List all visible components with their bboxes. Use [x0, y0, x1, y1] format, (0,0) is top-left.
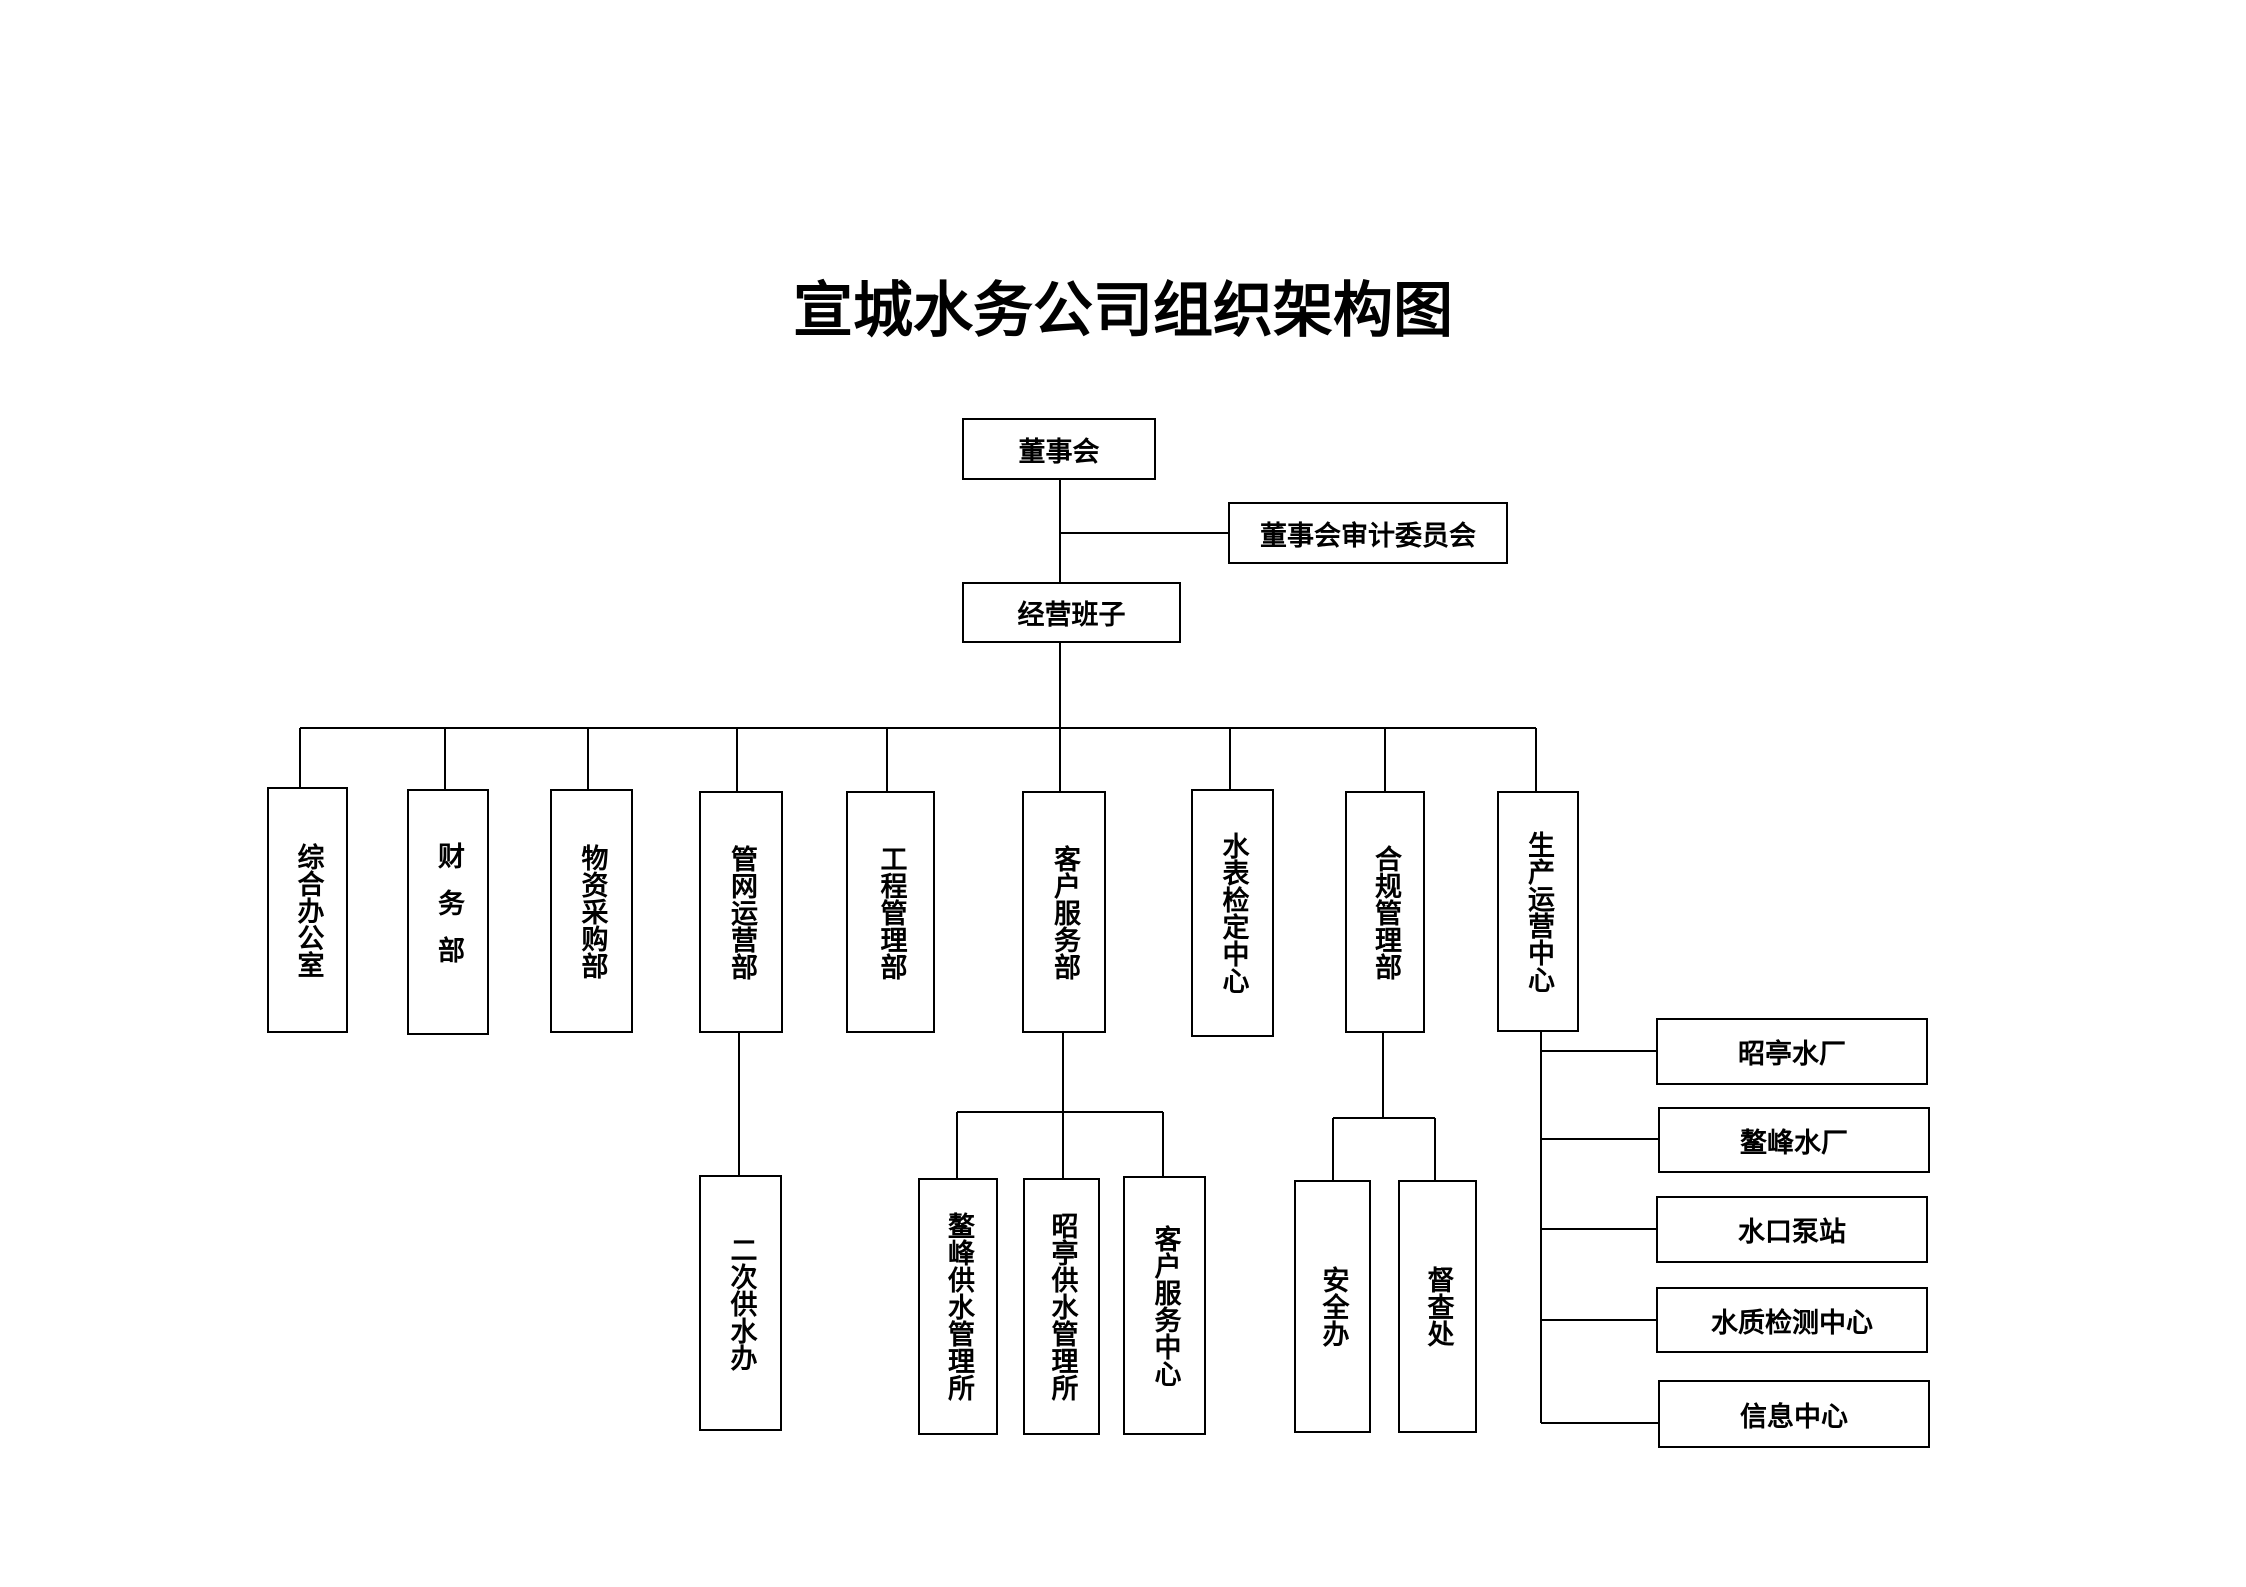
node-department: 生产运营中心 — [1497, 791, 1579, 1032]
chart-title: 宣城水务公司组织架构图 — [793, 276, 1453, 346]
node-sub-office: 水质检测中心 — [1656, 1287, 1928, 1353]
node-department: 综合办公室 — [267, 787, 348, 1033]
node-sub-office: 安全办 — [1294, 1180, 1371, 1433]
node-sub-office: 信息中心 — [1658, 1380, 1930, 1448]
node-sub-office: 水口泵站 — [1656, 1196, 1928, 1263]
node-department: 客户服务部 — [1022, 791, 1106, 1033]
node-sub-office: 鳌峰供水管理所 — [918, 1178, 998, 1435]
node-management: 经营班子 — [962, 582, 1181, 643]
node-sub-office: 二次供水办 — [699, 1175, 782, 1431]
node-sub-office: 客户服务中心 — [1123, 1176, 1206, 1435]
node-department: 管网运营部 — [699, 791, 783, 1033]
node-sub-office: 督查处 — [1398, 1180, 1477, 1433]
node-sub-office: 昭亭水厂 — [1656, 1018, 1928, 1085]
node-sub-office: 鳌峰水厂 — [1658, 1107, 1930, 1173]
node-department: 水表检定中心 — [1191, 789, 1274, 1037]
node-board: 董事会 — [962, 418, 1156, 480]
node-sub-office: 昭亭供水管理所 — [1023, 1178, 1100, 1435]
node-audit-committee: 董事会审计委员会 — [1228, 502, 1508, 564]
node-department: 物资采购部 — [550, 789, 633, 1033]
node-department: 合规管理部 — [1345, 791, 1425, 1033]
node-department: 工程管理部 — [846, 791, 935, 1033]
node-department: 财务部 — [407, 789, 489, 1035]
